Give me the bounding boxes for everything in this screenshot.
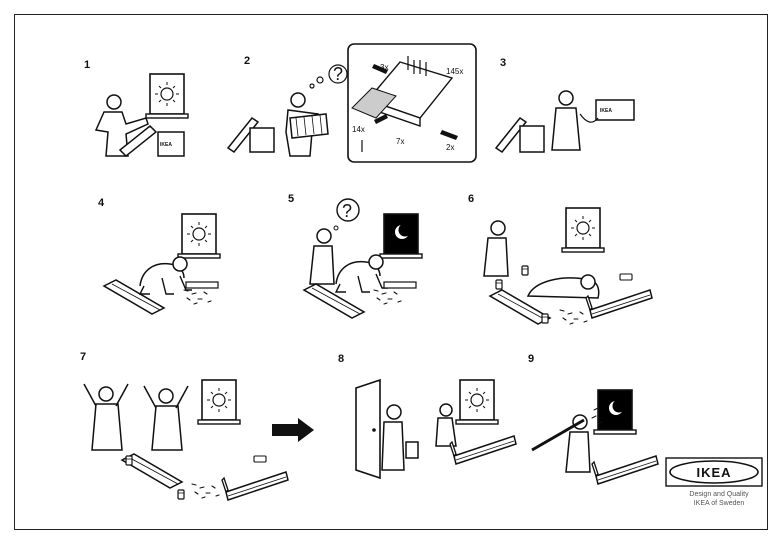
- step-7-scene: [83, 379, 314, 501]
- step-3-scene: IKEA: [494, 90, 635, 154]
- sun-icon: [561, 207, 605, 253]
- arrow-right-icon: [272, 418, 314, 442]
- tagline-line-2: IKEA of Sweden: [693, 500, 745, 507]
- gun-icon: [531, 418, 585, 452]
- step-number-8: 8: [338, 353, 344, 365]
- step-number-7: 7: [80, 351, 86, 363]
- step-number-6: 6: [468, 193, 474, 205]
- sun-icon: [145, 73, 189, 119]
- ikea-logo: IKEA: [665, 457, 763, 487]
- step-number-3: 3: [500, 57, 506, 69]
- question-mark: ?: [342, 201, 352, 221]
- step-9-scene: [531, 389, 659, 485]
- moon-icon: [379, 213, 423, 259]
- moon-icon: [593, 389, 637, 435]
- step-6-scene: [483, 207, 653, 325]
- tagline-line-1: Design and Quality: [689, 491, 749, 498]
- step-5-scene: ?: [303, 198, 423, 319]
- parts-qty-a: 3x: [380, 63, 388, 72]
- step-number-5: 5: [288, 193, 294, 205]
- parts-qty-b: 145x: [446, 67, 463, 76]
- door: [355, 378, 381, 480]
- box-label: IKEA: [160, 142, 172, 148]
- parts-qty-e: 2x: [446, 143, 454, 152]
- thought-bubble-icon: [309, 64, 348, 89]
- step-number-2: 2: [244, 55, 250, 67]
- brand-tagline: Design and Quality IKEA of Sweden: [664, 490, 774, 508]
- step-number-4: 4: [98, 197, 105, 209]
- question-mark: ?: [333, 64, 343, 84]
- step-number-9: 9: [528, 353, 534, 365]
- step-4-scene: [103, 213, 221, 315]
- step-number-1: 1: [84, 59, 90, 71]
- sun-icon: [455, 379, 499, 425]
- manual-frame: [14, 14, 768, 530]
- logo-text: IKEA: [696, 465, 731, 480]
- step-1-scene: IKEA: [94, 73, 189, 158]
- thought-bubble-icon: [336, 198, 360, 222]
- phone-box-label: IKEA: [600, 108, 612, 114]
- parts-qty-d: 7x: [396, 137, 404, 146]
- step-2-scene: ? 3x 145x 14x 7x 2x: [226, 43, 477, 163]
- sun-icon: [197, 379, 241, 425]
- step-8-scene: [355, 378, 517, 480]
- sun-icon: [177, 213, 221, 259]
- parts-qty-c: 14x: [352, 125, 365, 134]
